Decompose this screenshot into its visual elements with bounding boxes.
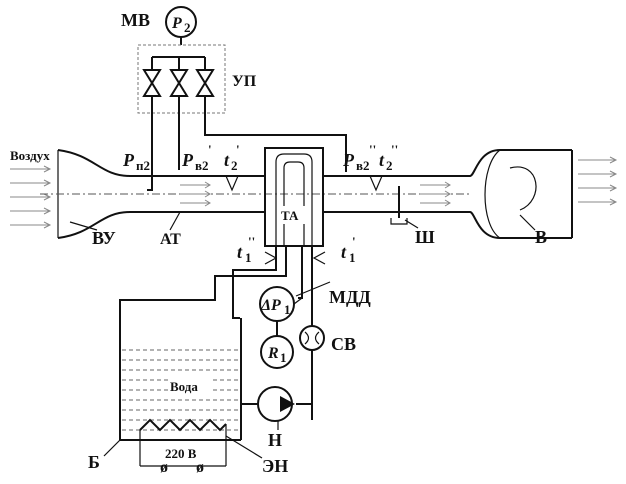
- duct-top-left: [57, 149, 265, 177]
- label-sh: Ш: [415, 227, 435, 247]
- label-t2-left: t: [224, 150, 230, 170]
- water-pipe-outlet: [232, 246, 277, 319]
- pump-arrow: [280, 396, 295, 412]
- label-pv2-right-sup: '': [369, 142, 376, 157]
- flowmeter-sv-arc-2: [314, 331, 320, 345]
- gauge-p2-sub: 2: [184, 20, 191, 35]
- heat-exchanger-ta: [264, 147, 324, 247]
- flowmeter-sv: [299, 325, 325, 351]
- label-en-leader: [225, 435, 263, 459]
- fan-rotor: [509, 166, 537, 211]
- label-mdd: МДД: [329, 287, 371, 307]
- label-v-leader: [519, 214, 536, 231]
- label-pv2-left: P: [181, 150, 194, 170]
- terminal-1: ø: [160, 459, 168, 476]
- water-pipe-pump-out: [296, 403, 313, 420]
- label-ta: ТА: [281, 208, 299, 223]
- terminal-2: ø: [196, 459, 204, 476]
- label-t1-right-sup: ': [352, 234, 356, 249]
- label-voltage: 220 В: [165, 446, 197, 461]
- water-pipe-mdd-1: [298, 246, 303, 299]
- valve-1: [142, 57, 162, 97]
- heater-en: [139, 418, 227, 432]
- ta-label-bg: [278, 206, 310, 224]
- label-mv: МВ: [121, 10, 150, 30]
- ta-coil-outer: [275, 153, 313, 246]
- air-outlet-arrows: [578, 156, 618, 206]
- label-sv: СВ: [331, 334, 356, 354]
- gauge-p2-label: P: [171, 15, 182, 32]
- gauge-r1-sub: 1: [280, 350, 287, 365]
- thermocouple-t1-left: [264, 251, 278, 265]
- label-air: Воздух: [10, 148, 50, 163]
- label-up: УП: [232, 73, 257, 90]
- ta-coil-inner: [283, 161, 305, 246]
- label-pv2-left-sup: ': [208, 142, 212, 157]
- label-t1-right-sub: 1: [349, 250, 356, 265]
- gauge-dp1: ΔP: [260, 297, 281, 314]
- label-t2-left-sup: ': [236, 142, 240, 157]
- label-water: Вода: [170, 379, 198, 394]
- duct-bottom-left: [57, 211, 265, 239]
- label-en: ЭН: [262, 456, 288, 476]
- label-t2-right: t: [379, 150, 385, 170]
- label-pv2-left-sub: в2: [195, 158, 209, 173]
- label-sh-leader: [404, 219, 419, 229]
- thermocouple-t1-right: [312, 251, 326, 265]
- label-b: Б: [88, 452, 100, 472]
- gauge-r1-label: R: [267, 345, 279, 362]
- label-n: Н: [268, 430, 282, 450]
- label-vu-leader: [69, 221, 98, 231]
- label-t1-left: t: [237, 242, 243, 262]
- label-pv2-right-sub: в2: [356, 158, 370, 173]
- label-t2-left-sub: 2: [231, 158, 238, 173]
- label-mdd-leader: [295, 281, 331, 297]
- label-pv2-right: P: [342, 150, 355, 170]
- gauge-dp1-sub: 1: [284, 302, 291, 317]
- gauge-r1: [260, 335, 294, 369]
- damper-sh-base: [390, 218, 408, 225]
- flowmeter-sv-arc-1: [304, 331, 310, 345]
- label-b-leader: [103, 439, 121, 457]
- label-v: В: [535, 227, 547, 247]
- impulse-line-pp2: [147, 96, 153, 191]
- label-pp2-sub: п2: [136, 158, 150, 173]
- fan-housing-curve: [484, 149, 501, 239]
- label-at-leader: [169, 211, 181, 231]
- label-pp2: P: [122, 150, 135, 170]
- valve-2: [169, 57, 189, 97]
- label-at: АТ: [160, 231, 181, 248]
- label-t1-left-sub: 1: [245, 250, 252, 265]
- thermocouple-t2-right: [369, 175, 383, 192]
- thermocouple-t2-left: [225, 175, 239, 192]
- label-t1-left-sup: '': [248, 234, 255, 249]
- impulse-line-pv2-right: [204, 96, 347, 172]
- valve-3: [195, 57, 215, 97]
- air-inlet-arrows: [10, 165, 52, 229]
- label-t2-right-sup: '': [391, 142, 398, 157]
- water-label-bg: [168, 378, 210, 394]
- label-vu: ВУ: [92, 228, 116, 248]
- gauge-mdd-tap: [293, 297, 303, 305]
- label-t2-right-sub: 2: [386, 158, 393, 173]
- label-t1-right: t: [341, 242, 347, 262]
- duct-flow-arrows: [180, 181, 451, 207]
- valve-block-up: [137, 44, 226, 114]
